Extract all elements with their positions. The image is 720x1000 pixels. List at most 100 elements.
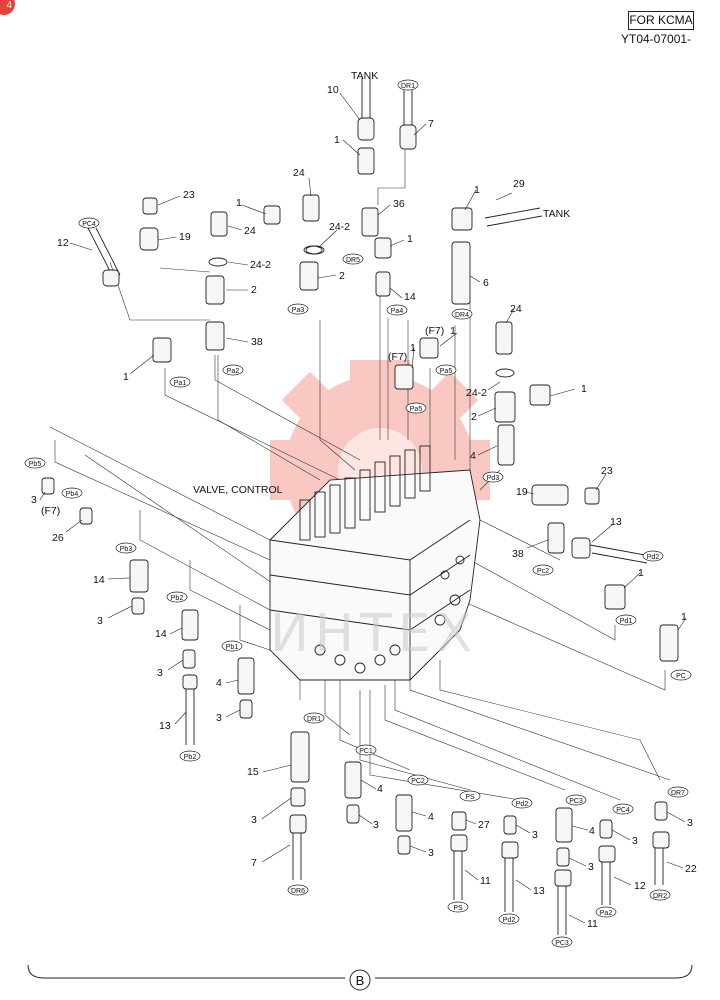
svg-text:PC: PC — [676, 673, 686, 680]
part-number: 1 — [681, 611, 687, 623]
control-valve-body — [269, 445, 481, 681]
svg-text:Pb2: Pb2 — [171, 595, 184, 602]
part-number: 6 — [483, 277, 489, 289]
port-tag: Pc2 — [532, 564, 554, 576]
port-tag: Pa2 — [595, 906, 617, 918]
part-number: 19 — [179, 231, 191, 243]
part-number: 1 — [407, 233, 413, 245]
svg-text:DR1: DR1 — [401, 83, 415, 90]
part-number: 4 — [428, 811, 434, 823]
watermark-text: ИНТЕХ — [270, 604, 479, 664]
part-number: 38 — [251, 336, 263, 348]
svg-text:Pd2: Pd2 — [503, 917, 516, 924]
svg-text:DR6: DR6 — [291, 888, 305, 895]
svg-text:Pb1: Pb1 — [226, 644, 239, 651]
port-tag: Pd2 — [498, 913, 520, 925]
port-tag: Pb3 — [115, 542, 137, 554]
part-number: 15 — [247, 766, 259, 778]
part-number: 3 — [428, 847, 434, 859]
svg-text:DR2: DR2 — [653, 893, 667, 900]
part-number: 23 — [601, 465, 613, 477]
port-tag: DR2 — [649, 889, 671, 901]
part-number: 1 — [236, 197, 242, 209]
port-tag: Pb2 — [179, 750, 201, 762]
port-tag: Pd1 — [615, 614, 637, 626]
port-tag: DR7 — [667, 786, 689, 798]
part-number: 3 — [687, 817, 693, 829]
port-tag: Pa5 — [405, 402, 427, 414]
port-tag: DR1 — [303, 712, 325, 724]
port-tag: Pd2 — [642, 550, 664, 562]
svg-text:Pa2: Pa2 — [600, 910, 613, 917]
part-number: 1 — [334, 134, 340, 146]
footer-rule — [27, 964, 693, 991]
svg-text:Pa2: Pa2 — [227, 368, 240, 375]
part-number: 2 — [339, 270, 345, 282]
part-number: 24 — [293, 167, 305, 179]
svg-text:Pb3: Pb3 — [120, 546, 133, 553]
svg-text:Pc2: Pc2 — [537, 568, 549, 575]
part-number: 7 — [428, 118, 434, 130]
port-tag: PS — [459, 790, 481, 802]
part-number: 3 — [632, 835, 638, 847]
tank-label-right: TANK — [543, 208, 570, 220]
svg-text:PC3: PC3 — [555, 940, 569, 947]
port-tag: Pa3 — [287, 303, 309, 315]
svg-text:Pd2: Pd2 — [647, 554, 660, 561]
port-tag: Pb4 — [61, 487, 83, 499]
port-tag: PC3 — [551, 936, 573, 948]
part-number: 1 — [638, 567, 644, 579]
part-number: 36 — [393, 198, 405, 210]
drawing-code: YT04-07001- — [621, 32, 692, 46]
part-number: 13 — [159, 720, 171, 732]
part-number: 11 — [480, 875, 491, 887]
number-leaders — [39, 92, 687, 924]
port-tag: PC — [670, 669, 692, 681]
tank-label-top: TANK — [351, 70, 378, 82]
port-tag: DR4 — [451, 308, 473, 320]
part-number: 12 — [634, 880, 646, 892]
svg-text:DR4: DR4 — [455, 312, 469, 319]
port-tag: PC2 — [407, 774, 429, 786]
port-tag: Pb2 — [166, 591, 188, 603]
part-number: 23 — [183, 189, 195, 201]
svg-text:PS: PS — [453, 905, 463, 912]
port-tag: Pa1 — [169, 376, 191, 388]
svg-text:Pd3: Pd3 — [487, 475, 500, 482]
part-number: 4 — [470, 450, 476, 462]
port-tag: Pb1 — [221, 640, 243, 652]
port-tag: Pb5 — [24, 457, 46, 469]
port-tag: PC4 — [612, 803, 634, 815]
part-number: 1 — [123, 371, 129, 383]
port-tag: Pa4 — [386, 304, 408, 316]
part-number: 14 — [155, 628, 167, 640]
corner-page-badge: 4 — [0, 0, 15, 15]
part-number: 3 — [373, 819, 379, 831]
port-tag: Pa2 — [222, 364, 244, 376]
part-number: 11 — [587, 918, 598, 930]
part-number: 3 — [31, 494, 37, 506]
svg-text:PS: PS — [465, 794, 475, 801]
part-number: 26 — [52, 532, 64, 544]
part-number: 24-2 — [329, 221, 350, 233]
svg-text:Pa5: Pa5 — [410, 406, 423, 413]
part-number: 1 — [410, 342, 416, 354]
part-number: 2 — [251, 284, 257, 296]
port-tag: DR6 — [287, 884, 309, 896]
port-tag: DR1 — [397, 79, 419, 91]
part-number: 29 — [513, 178, 525, 190]
part-number: 1 — [474, 184, 480, 196]
part-number: 1 — [450, 325, 456, 337]
svg-text:Pd2: Pd2 — [516, 801, 529, 808]
svg-text:PC4: PC4 — [82, 221, 96, 228]
port-tag: PS — [447, 901, 469, 913]
port-tag: DR5 — [342, 253, 364, 265]
port-tag: PC4 — [78, 217, 100, 229]
part-number: 4 — [216, 677, 222, 689]
svg-text:DR5: DR5 — [346, 257, 360, 264]
part-number: 12 — [57, 237, 69, 249]
f7-label: (F7) — [388, 351, 407, 363]
f7-label: (F7) — [425, 325, 444, 337]
